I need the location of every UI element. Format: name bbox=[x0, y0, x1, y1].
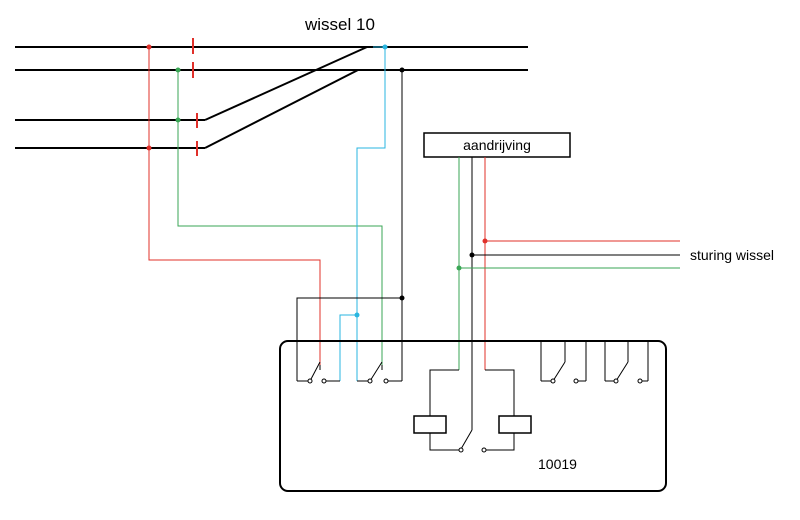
junction-dot bbox=[399, 295, 405, 301]
center-switch-contact bbox=[458, 447, 464, 453]
coil-left-wire bbox=[429, 369, 459, 451]
junction-dot bbox=[175, 117, 181, 123]
wire-blue bbox=[339, 46, 386, 381]
center-switch-blade bbox=[460, 429, 473, 450]
control-label: sturing wissel bbox=[690, 247, 774, 263]
coil-left bbox=[413, 415, 447, 434]
diagram-title: wissel 10 bbox=[304, 15, 375, 34]
center-switch-contact bbox=[481, 447, 487, 453]
relay-switch-3 bbox=[540, 341, 587, 384]
junction-dot bbox=[146, 145, 152, 151]
insulated-joints bbox=[192, 38, 198, 156]
junction-dot bbox=[382, 44, 388, 50]
wire-red bbox=[148, 47, 321, 365]
drive-label: aandrijving bbox=[463, 137, 531, 153]
drive-box bbox=[423, 132, 571, 158]
junction-dot bbox=[175, 67, 181, 73]
relay-switch-4 bbox=[604, 341, 649, 384]
junction-dot bbox=[146, 44, 152, 50]
coil-right-wire bbox=[485, 369, 515, 451]
module-outline bbox=[279, 340, 667, 492]
module-label: 10019 bbox=[538, 456, 577, 472]
coil-right bbox=[498, 415, 532, 434]
rail-diverge-2 bbox=[204, 69, 359, 149]
junction-dot bbox=[354, 312, 360, 318]
junction-dot bbox=[469, 252, 475, 258]
junction-dot bbox=[456, 265, 462, 271]
wire-black bbox=[296, 70, 403, 381]
track-rails bbox=[15, 46, 528, 149]
rail-diverge-1 bbox=[204, 46, 368, 121]
relay-switch-2 bbox=[357, 361, 402, 384]
junction-dot bbox=[399, 67, 405, 73]
relay-switch-1 bbox=[297, 361, 340, 384]
wire-green bbox=[177, 70, 383, 368]
junction-dot bbox=[482, 238, 488, 244]
